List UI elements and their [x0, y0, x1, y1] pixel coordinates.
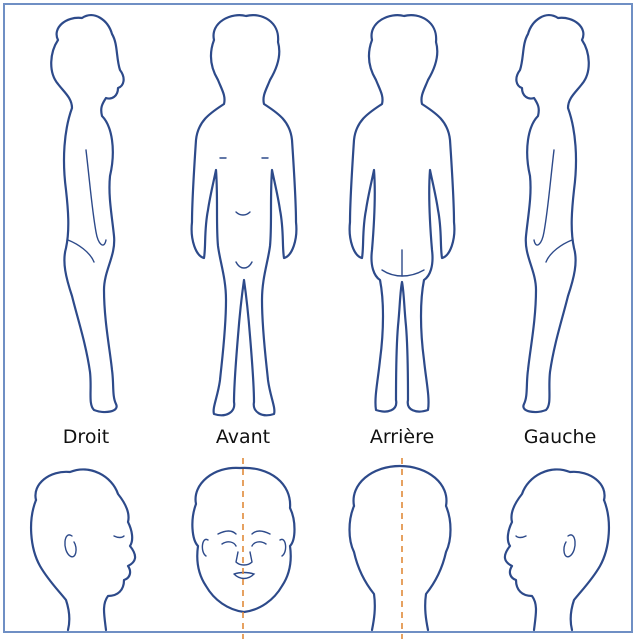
head-back — [350, 466, 451, 630]
figure-right-side — [51, 15, 123, 412]
label-avant: Avant — [173, 426, 313, 448]
head-left-side — [505, 469, 609, 630]
figure-left-side — [516, 15, 588, 412]
head-right-side — [31, 469, 135, 630]
label-droit: Droit — [16, 426, 156, 448]
label-arriere: Arrière — [332, 426, 472, 448]
label-gauche: Gauche — [490, 426, 630, 448]
figure-back — [350, 15, 455, 411]
figure-front — [192, 15, 297, 415]
